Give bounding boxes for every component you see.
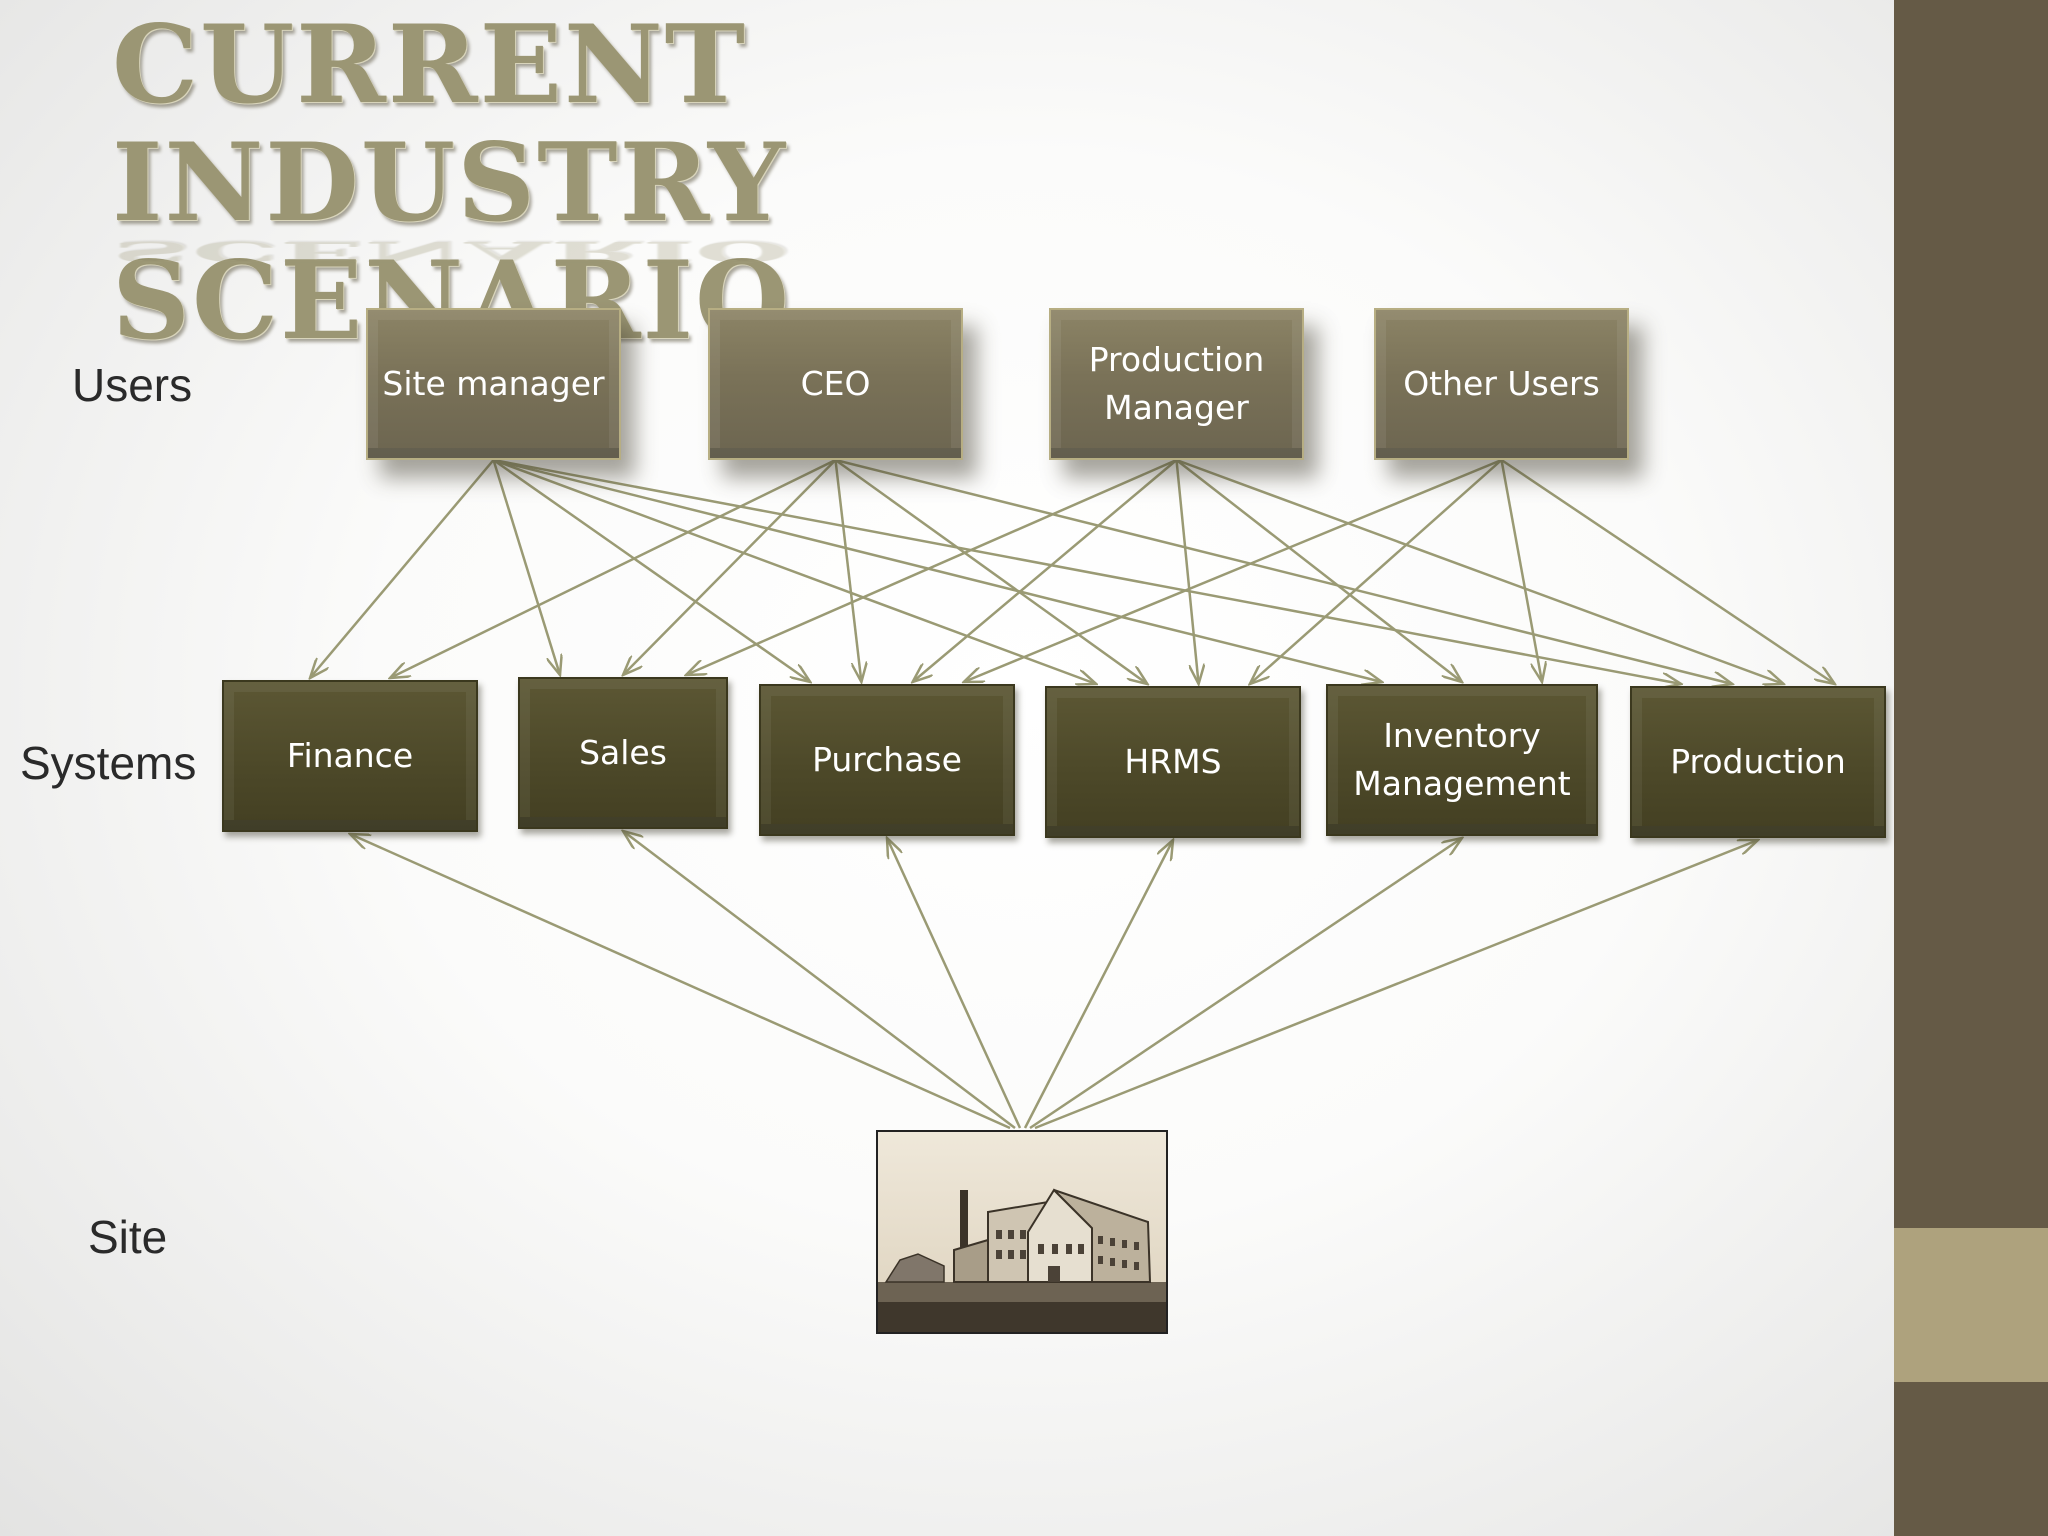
arrow-site-manager-to-finance — [310, 459, 495, 678]
arrow-ceo-to-production — [835, 458, 1733, 684]
user-box-site-manager[interactable]: Site manager — [366, 308, 621, 460]
system-label: Finance — [286, 736, 414, 775]
arrow-production-manager-to-inventory-management — [1175, 459, 1463, 682]
arrow-site-to-purchase — [887, 838, 1022, 1129]
system-box-hrms[interactable]: HRMS — [1045, 686, 1301, 838]
arrow-ceo-to-sales — [623, 459, 837, 675]
arrow-other-users-to-inventory-management — [1500, 459, 1543, 682]
system-label: HRMS — [1124, 742, 1222, 781]
system-label: Inventory Management — [1353, 716, 1571, 803]
user-box-ceo[interactable]: CEO — [708, 308, 963, 460]
row-label-systems: Systems — [20, 737, 197, 789]
arrow-site-manager-to-inventory-management — [493, 458, 1383, 682]
system-box-purchase[interactable]: Purchase — [759, 684, 1015, 836]
user-label: Site manager — [382, 364, 605, 403]
system-label: Sales — [579, 733, 667, 772]
arrow-other-users-to-production — [1500, 458, 1835, 684]
arrow-other-users-to-hrms — [1250, 459, 1503, 684]
arrow-site-manager-to-hrms — [493, 458, 1097, 684]
user-label: Production Manager — [1088, 340, 1265, 427]
system-box-finance[interactable]: Finance — [222, 680, 478, 832]
arrow-production-manager-to-purchase — [913, 459, 1178, 682]
arrow-production-manager-to-sales — [686, 458, 1178, 675]
arrow-ceo-to-purchase — [834, 459, 862, 682]
arrow-site-to-finance — [350, 834, 1011, 1130]
arrow-site-to-sales — [623, 831, 1016, 1129]
arrow-other-users-to-purchase — [964, 458, 1502, 682]
site-factory-photo — [876, 1130, 1168, 1334]
system-box-sales[interactable]: Sales — [518, 677, 728, 829]
title-line-1: Current Industry — [112, 2, 787, 246]
system-label: Production — [1670, 742, 1846, 781]
arrow-production-manager-to-hrms — [1175, 459, 1199, 684]
row-label-users: Users — [72, 359, 193, 411]
arrow-site-manager-to-sales — [492, 459, 561, 675]
sidebar-accent — [1894, 1228, 2048, 1382]
user-box-production-manager[interactable]: Production Manager — [1049, 308, 1304, 460]
user-label: CEO — [800, 364, 871, 403]
arrow-ceo-to-finance — [390, 458, 837, 678]
system-box-inventory-management[interactable]: Inventory Management — [1326, 684, 1598, 836]
arrow-site-to-hrms — [1023, 840, 1173, 1129]
system-label: Purchase — [812, 740, 962, 779]
arrow-site-manager-to-production — [493, 458, 1682, 684]
arrow-site-to-inventory-management — [1029, 838, 1462, 1130]
user-box-other-users[interactable]: Other Users — [1374, 308, 1629, 460]
arrow-site-to-production — [1034, 840, 1758, 1130]
arrow-production-manager-to-production — [1176, 458, 1784, 684]
factory-building-icon — [878, 1132, 1166, 1332]
arrow-ceo-to-hrms — [834, 458, 1148, 684]
arrow-site-manager-to-purchase — [492, 458, 811, 682]
system-box-production[interactable]: Production — [1630, 686, 1886, 838]
row-label-site: Site — [88, 1211, 168, 1263]
user-label: Other Users — [1403, 364, 1600, 403]
